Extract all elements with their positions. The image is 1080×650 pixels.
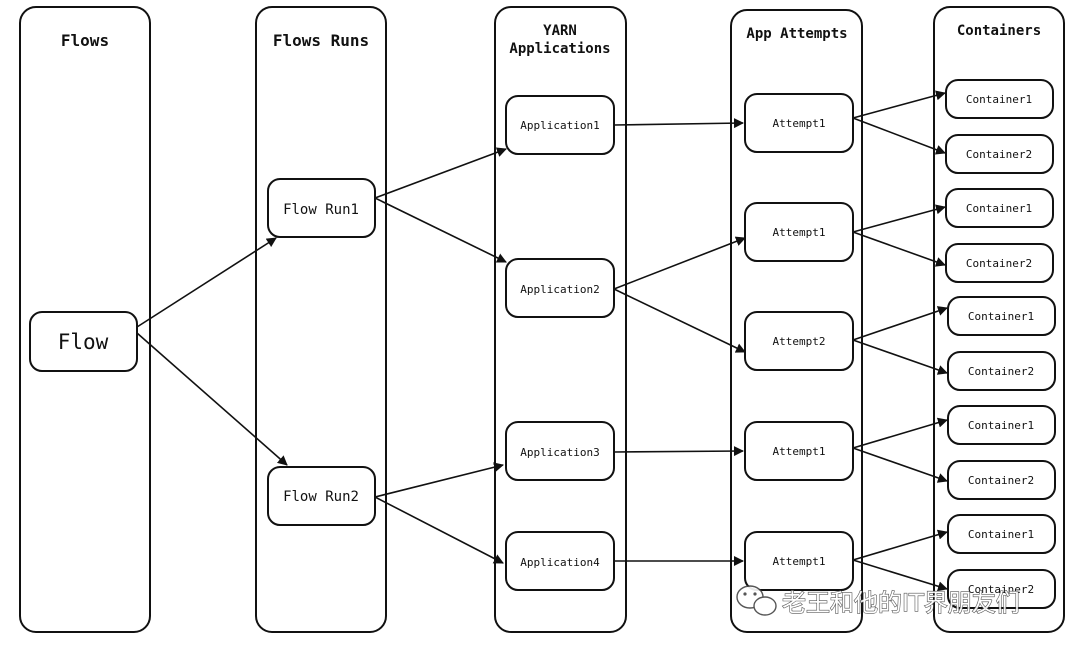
container-node-6: Container2 — [947, 351, 1056, 391]
edge-att-c2 — [852, 117, 946, 155]
container-label-5: Container1 — [968, 310, 1034, 323]
edge-att-c6 — [852, 339, 948, 375]
attempt-label-4: Attempt1 — [773, 445, 826, 458]
flow-run2-label: Flow Run2 — [283, 489, 359, 505]
attempt-node-2: Attempt1 — [744, 202, 854, 262]
container-node-4: Container2 — [945, 243, 1054, 283]
application1-node: Application1 — [505, 95, 615, 155]
edge-run2-app4 — [374, 496, 504, 564]
edge-app3-attempt1 — [613, 446, 744, 457]
container-node-7: Container1 — [947, 405, 1056, 445]
edges — [136, 90, 948, 592]
container-node-3: Container1 — [945, 188, 1054, 228]
container-label-6: Container2 — [968, 365, 1034, 378]
edge-att-c7 — [852, 417, 948, 449]
container-label-4: Container2 — [966, 257, 1032, 270]
application3-node: Application3 — [505, 421, 615, 481]
containers-header: Containers — [957, 23, 1041, 39]
container-node-8: Container2 — [947, 460, 1056, 500]
edge-att-c9 — [852, 529, 948, 561]
edge-att-c5 — [852, 306, 948, 341]
container-node-1: Container1 — [945, 79, 1054, 119]
attempt-node-4: Attempt1 — [744, 421, 854, 481]
attempt-node-3: Attempt2 — [744, 311, 854, 371]
flow-run1-node: Flow Run1 — [267, 178, 376, 238]
container-label-2: Container2 — [966, 148, 1032, 161]
container-label-9: Container1 — [968, 528, 1034, 541]
container-node-10: Container2 — [947, 569, 1056, 609]
attempt-label-2: Attempt1 — [773, 226, 826, 239]
watermark: 老王和他的IT界朋友们 — [736, 585, 1020, 618]
yarn-header-line1: YARN — [543, 23, 577, 39]
application1-label: Application1 — [520, 119, 599, 132]
container-label-1: Container1 — [966, 93, 1032, 106]
edge-run2-app3 — [374, 462, 504, 498]
flow-node-label: Flow — [58, 330, 109, 354]
edge-flow-run1 — [136, 237, 277, 328]
attempt-label-5: Attempt1 — [773, 555, 826, 568]
edge-att-c3 — [852, 204, 946, 233]
edge-run1-app2 — [374, 197, 507, 263]
flows-runs-header: Flows Runs — [273, 31, 369, 50]
edge-app2-attempt2 — [613, 288, 746, 353]
edge-att-c1 — [852, 90, 946, 119]
watermark-text: 老王和他的IT界朋友们 — [782, 589, 1020, 617]
container-label-8: Container2 — [968, 474, 1034, 487]
wechat-icon — [736, 585, 777, 616]
container-node-5: Container1 — [947, 296, 1056, 336]
container-label-7: Container1 — [968, 419, 1034, 432]
attempt-label-3: Attempt2 — [773, 335, 826, 348]
edge-app1-attempt1 — [613, 118, 744, 129]
application2-node: Application2 — [505, 258, 615, 318]
application4-node: Application4 — [505, 531, 615, 591]
app-attempts-header: App Attempts — [746, 26, 847, 42]
edge-att-c4 — [852, 231, 946, 267]
edge-att-c8 — [852, 447, 948, 483]
edge-att-c10 — [852, 559, 948, 592]
flow-run2-node: Flow Run2 — [267, 466, 376, 526]
yarn-header-line2: Applications — [509, 41, 610, 57]
edge-app2-attempt1 — [613, 236, 746, 290]
attempt-label-1: Attempt1 — [773, 117, 826, 130]
flows-header: Flows — [61, 31, 109, 50]
application4-label: Application4 — [520, 556, 600, 569]
edge-run1-app1 — [374, 147, 507, 199]
edge-flow-run2 — [136, 332, 288, 466]
attempt-node-1: Attempt1 — [744, 93, 854, 153]
flow-run1-label: Flow Run1 — [283, 202, 359, 218]
application3-label: Application3 — [520, 446, 599, 459]
container-label-10: Container2 — [968, 583, 1034, 596]
application2-label: Application2 — [520, 283, 599, 296]
flows-runs-lane — [255, 6, 387, 633]
flow-node: Flow — [29, 311, 138, 372]
container-label-3: Container1 — [966, 202, 1032, 215]
container-node-9: Container1 — [947, 514, 1056, 554]
container-node-2: Container2 — [945, 134, 1054, 174]
attempt-node-5: Attempt1 — [744, 531, 854, 591]
